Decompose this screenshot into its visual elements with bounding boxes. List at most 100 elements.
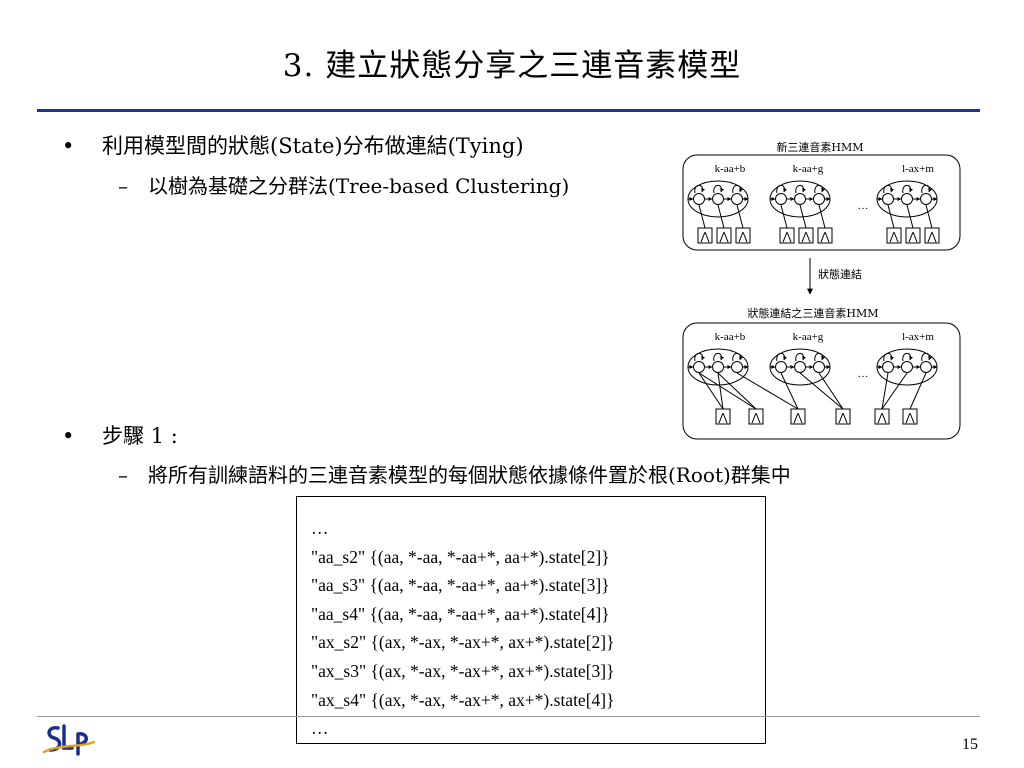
- top-model-1-self-loop-3: [713, 184, 725, 194]
- code-line: "aa_s2" {(aa, *-aa, *-aa+*, aa+*).state[…: [311, 546, 610, 567]
- top-output-edge: [906, 204, 914, 229]
- top-output-pdf-glyph: ⋀: [718, 231, 729, 243]
- top-output-pdf-glyph: ⋀: [926, 231, 937, 243]
- bullet-text: 利用模型間的狀態(State)分布做連結(Tying): [102, 134, 524, 158]
- top-output-pdf: [817, 227, 833, 244]
- top-output-pdf: [886, 227, 902, 244]
- top-model-3-label: l-ax+m: [902, 163, 934, 175]
- tied-output-edge: [799, 372, 844, 410]
- top-model-1-self-loop-4: [732, 184, 744, 194]
- top-model-2-label: k-aa+g: [793, 163, 824, 175]
- code-line: "ax_s2" {(ax, *-ax, *-ax+*, ax+*).state[…: [311, 632, 615, 653]
- tied-output-pdf-3: [790, 408, 806, 425]
- top-model-3-state-4: [920, 193, 932, 205]
- top-output-edge: [887, 204, 895, 229]
- bullet-text: 將所有訓練語料的三連音素模型的每個狀態依據條件置於根(Root)群集中: [148, 463, 791, 487]
- top-model-1-state-4: [731, 193, 743, 205]
- bullet-text: 步驟 1 :: [102, 424, 178, 448]
- top-model-2-state-2: [775, 193, 787, 205]
- top-model-2-self-loop-2: [776, 184, 788, 194]
- top-output-edge: [698, 204, 706, 229]
- code-line: "ax_s4" {(ax, *-ax, *-ax+*, ax+*).state[…: [311, 689, 615, 710]
- top-model-1-label: k-aa+b: [715, 163, 746, 175]
- tied-output-edge: [717, 372, 757, 410]
- top-output-edge: [818, 204, 826, 229]
- top-output-pdf-glyph: ⋀: [907, 231, 918, 243]
- state-list-box: … "aa_s2" {(aa, *-aa, *-aa+*, aa+*).stat…: [296, 496, 766, 744]
- code-line: "ax_s3" {(ax, *-ax, *-ax+*, ax+*).state[…: [311, 660, 615, 681]
- top-output-pdf: [779, 227, 795, 244]
- bottom-model-3-label: l-ax+m: [902, 331, 934, 343]
- top-output-pdf: [798, 227, 814, 244]
- page-number: 15: [962, 736, 978, 753]
- bottom-model-2-self-loop-4: [814, 352, 826, 362]
- code-line: …: [311, 518, 329, 538]
- tied-output-edge: [698, 372, 757, 410]
- bullet-mark: •: [62, 424, 75, 448]
- top-model-1-state-2: [693, 193, 705, 205]
- bottom-model-1-state-4: [731, 361, 743, 373]
- bottom-model-3-state-3: [901, 361, 913, 373]
- top-output-pdf: [697, 227, 713, 244]
- top-hmm-models: k-aa+b⋀⋀⋀k-aa+g⋀⋀⋀l-ax+m⋀⋀⋀: [687, 163, 940, 244]
- top-model-2-state-4: [813, 193, 825, 205]
- top-output-edge: [717, 204, 725, 229]
- tied-output-edge: [717, 372, 724, 410]
- bottom-model-1-state-3: [712, 361, 724, 373]
- bottom-model-2-state-2: [775, 361, 787, 373]
- code-line: …: [311, 718, 329, 739]
- top-output-edge: [780, 204, 788, 229]
- top-output-pdf: [924, 227, 940, 244]
- code-line: "aa_s3" {(aa, *-aa, *-aa+*, aa+*).state[…: [311, 575, 610, 596]
- top-ellipsis: …: [858, 200, 869, 212]
- bottom-model-1-self-loop-4: [732, 352, 744, 362]
- bottom-model-1-state-2: [693, 361, 705, 373]
- bottom-model-3-state-2: [882, 361, 894, 373]
- top-model-3-self-loop-3: [902, 184, 914, 194]
- tied-output-pdf-3-glyph: ⋀: [792, 412, 803, 424]
- tied-output-edge: [818, 372, 844, 410]
- tying-arrow-label: 狀態連結: [818, 267, 862, 281]
- bullet-text: 以樹為基礎之分群法(Tree-based Clustering): [148, 174, 570, 198]
- tied-output-pdf-5-glyph: ⋀: [876, 412, 887, 424]
- code-line: "aa_s4" {(aa, *-aa, *-aa+*, aa+*).state[…: [311, 603, 610, 624]
- bottom-model-2-state-4: [813, 361, 825, 373]
- top-output-pdf-glyph: ⋀: [781, 231, 792, 243]
- tied-output-edge: [909, 372, 927, 410]
- bottom-model-2-self-loop-3: [795, 352, 807, 362]
- top-output-pdf-glyph: ⋀: [737, 231, 748, 243]
- bottom-diagram-title: 狀態連結之三連音素HMM: [747, 306, 878, 320]
- top-output-edge: [736, 204, 744, 229]
- top-output-pdf: [716, 227, 732, 244]
- bottom-model-3-state-4: [920, 361, 932, 373]
- bottom-hmm-panel: [682, 322, 961, 440]
- footer-divider: [37, 716, 980, 717]
- bottom-model-3-self-loop-4: [921, 352, 933, 362]
- tied-output-edge: [881, 372, 908, 410]
- bottom-model-1-self-loop-2: [694, 352, 706, 362]
- top-output-pdf: [905, 227, 921, 244]
- bullet-mark: –: [118, 174, 128, 198]
- tied-output-edge: [881, 372, 889, 410]
- top-model-3-self-loop-4: [921, 184, 933, 194]
- bottom-model-3-self-loop-3: [902, 352, 914, 362]
- bottom-ellipsis: …: [858, 368, 869, 380]
- bottom-model-1-self-loop-3: [713, 352, 725, 362]
- top-output-pdf: [735, 227, 751, 244]
- slide-title: 3. 建立狀態分享之三連音素模型: [282, 48, 742, 84]
- tied-output-edge: [736, 372, 799, 410]
- top-model-3-self-loop-2: [883, 184, 895, 194]
- top-diagram-title: 新三連音素HMM: [776, 140, 863, 154]
- tied-output-edge: [780, 372, 799, 410]
- tied-output-pdf-2: [748, 408, 764, 425]
- top-output-edge: [799, 204, 807, 229]
- top-model-2-self-loop-3: [795, 184, 807, 194]
- top-output-pdf-glyph: ⋀: [800, 231, 811, 243]
- top-output-pdf-glyph: ⋀: [888, 231, 899, 243]
- top-model-1-state-3: [712, 193, 724, 205]
- bottom-model-2-self-loop-2: [776, 352, 788, 362]
- bullet-mark: –: [118, 463, 128, 487]
- top-model-3-state-2: [882, 193, 894, 205]
- tied-output-pdf-2-glyph: ⋀: [750, 412, 761, 424]
